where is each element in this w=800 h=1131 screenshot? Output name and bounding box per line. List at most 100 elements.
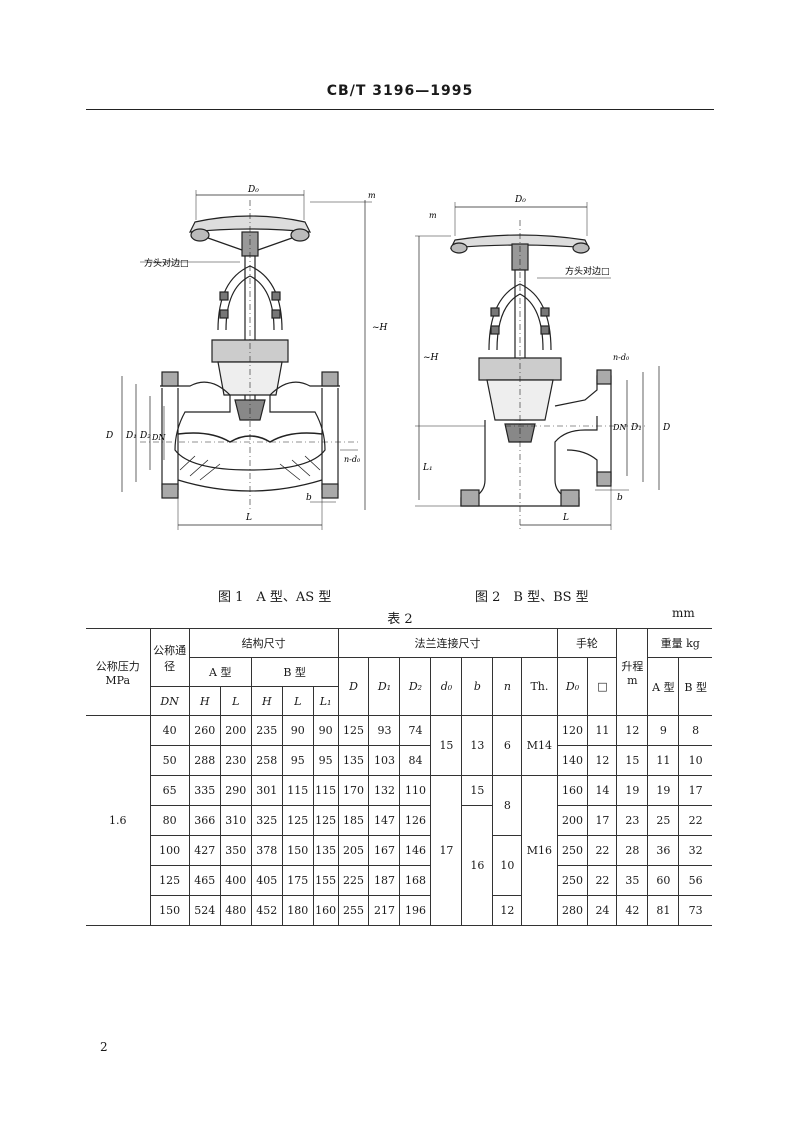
cell: 14	[587, 775, 618, 806]
cell: 8	[492, 775, 523, 836]
table-row: 80 366 310 325 125 125 185 147 126 16 20…	[86, 805, 712, 926]
cell: 60	[647, 865, 680, 896]
pressure-cell: 1.6	[86, 715, 151, 926]
fig1-d1-label: D₁	[125, 431, 137, 441]
cell: 12	[492, 895, 523, 926]
cell: 22	[587, 835, 618, 866]
cell: 115	[281, 775, 314, 806]
cell: 235	[250, 715, 283, 746]
col-b-l1: L₁	[312, 686, 338, 716]
col-square: □	[587, 657, 618, 716]
cell: 168	[399, 865, 432, 896]
fig1-m-label: m	[368, 191, 376, 200]
col-a-l: L	[219, 686, 252, 716]
cell: 9	[647, 715, 680, 746]
table-row: 50 288 230 258 95 95 135 103 84 140 12 1…	[86, 745, 712, 776]
cell: 22	[678, 805, 712, 836]
cell: 23	[616, 805, 649, 836]
cell: 93	[368, 715, 401, 746]
cell: 17	[430, 775, 463, 926]
cell: 17	[587, 805, 618, 836]
cell: 36	[647, 835, 680, 866]
cell: 258	[250, 745, 283, 776]
col-dn-label: 公称通径	[149, 628, 190, 687]
cell: 65	[150, 775, 190, 806]
cell: 132	[368, 775, 401, 806]
cell: 200	[556, 805, 589, 836]
cell: 28	[616, 835, 649, 866]
cell: 465	[188, 865, 221, 896]
col-type-a: A 型	[189, 657, 252, 687]
cell: 125	[312, 805, 339, 836]
cell: 6	[492, 715, 523, 776]
cell: 125	[337, 715, 370, 746]
cell: 325	[250, 805, 283, 836]
cell: 15	[461, 775, 494, 806]
table-row: 65 335 290 301 115 115 170 132 110 17 15…	[86, 775, 712, 926]
fig2-callout: 方头对边□	[565, 265, 610, 277]
col-pressure: 公称压力 MPa	[86, 628, 151, 716]
cell: 280	[556, 895, 589, 926]
cell: 110	[399, 775, 432, 806]
cell: 205	[337, 835, 370, 866]
cell: 10	[492, 835, 523, 896]
col-th: Th.	[521, 657, 558, 716]
cell: 140	[556, 745, 589, 776]
cell: 17	[678, 775, 712, 806]
cell: 90	[281, 715, 314, 746]
col-weight-a: A 型	[647, 657, 680, 716]
col-b-h: H	[250, 686, 283, 716]
cell: 310	[219, 805, 252, 836]
cell: 290	[219, 775, 252, 806]
col-flange: 法兰连接尺寸	[337, 628, 558, 658]
col-b: b	[461, 657, 494, 716]
cell: 103	[368, 745, 401, 776]
col-b-l: L	[281, 686, 314, 716]
fig2-nd0-label: n-d₀	[613, 353, 630, 362]
col-handwheel: 手轮	[556, 628, 618, 658]
cell: 115	[312, 775, 339, 806]
table-row: 100 427 350 378 150 135 205 167 146 10 2…	[86, 835, 712, 896]
cell: 225	[337, 865, 370, 896]
cell: 196	[399, 895, 432, 926]
cell: 13	[461, 715, 494, 776]
cell: 301	[250, 775, 283, 806]
fig2-d0-label: D₀	[514, 195, 526, 205]
cell: 19	[647, 775, 680, 806]
fig1-l-label: L	[245, 513, 252, 523]
cell: 135	[312, 835, 339, 866]
cell: 135	[337, 745, 370, 776]
cell: 187	[368, 865, 401, 896]
fig2-h-label: ~H	[423, 353, 439, 363]
cell: M14	[521, 715, 558, 776]
table-row: 125 465 400 405 175 155 225 187 168 250 …	[86, 865, 712, 896]
figure-1-caption: 图 1 A 型、AS 型	[218, 590, 332, 605]
col-structure: 结构尺寸	[188, 628, 339, 658]
figure-2-drawing: D₀ m ~H L₁ n-d₀ DN D₁ D b L 方头对边□	[415, 180, 685, 550]
fig1-d-label: D	[105, 431, 113, 441]
col-a-h: H	[188, 686, 221, 716]
cell: 125	[281, 805, 314, 836]
cell: 147	[368, 805, 401, 836]
cell: 81	[647, 895, 680, 926]
cell: 90	[312, 715, 339, 746]
cell: 170	[337, 775, 370, 806]
cell: 50	[150, 745, 190, 776]
cell: 100	[150, 835, 190, 866]
cell: 200	[219, 715, 252, 746]
fig2-l1-label: L₁	[422, 463, 433, 473]
cell: 40	[149, 715, 190, 746]
table-title: 表 2	[387, 612, 413, 627]
col-weight-b: B 型	[678, 657, 712, 716]
col-D1: D₁	[368, 657, 401, 716]
cell: 378	[250, 835, 283, 866]
cell: 167	[368, 835, 401, 866]
cell: 95	[281, 745, 314, 776]
col-D0: D₀	[556, 657, 589, 716]
cell: 150	[150, 895, 190, 926]
cell: 288	[188, 745, 221, 776]
page-number: 2	[100, 1040, 108, 1054]
cell: 8	[678, 715, 712, 746]
fig2-d-label: D	[662, 423, 670, 433]
